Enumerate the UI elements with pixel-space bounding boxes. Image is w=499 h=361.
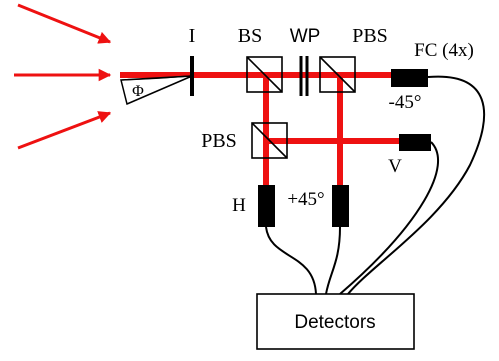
- incoming-arrow-bottom: [17, 111, 112, 150]
- fiber-coupler-v: [399, 134, 431, 151]
- pbs-top: [319, 56, 356, 93]
- waveplate-label: WP: [290, 26, 321, 47]
- iris-label: I: [189, 25, 196, 47]
- beam-splitter-label: BS: [238, 25, 262, 47]
- fiber-cable-v: [339, 141, 440, 295]
- waveplate: [299, 56, 309, 96]
- fiber-cable-minus45: [347, 75, 485, 295]
- fiber-cables: [265, 75, 485, 295]
- plus45-label: +45°: [287, 189, 324, 210]
- pbs-left-label: PBS: [201, 130, 237, 152]
- pbs-left: [251, 122, 288, 159]
- incoming-light-arrows: [14, 3, 112, 150]
- pbs-top-label: PBS: [352, 25, 388, 47]
- fiber-cable-h: [265, 226, 317, 295]
- fiber-coupler-minus45: [391, 69, 428, 87]
- fiber-cable-plus45: [325, 226, 341, 295]
- incoming-arrow-top: [17, 3, 112, 44]
- horizontal-label: H: [232, 195, 246, 216]
- beam-splitter: [246, 56, 283, 93]
- phase-label: Φ: [132, 83, 144, 100]
- vertical-label: V: [388, 156, 402, 177]
- detectors-label: Detectors: [294, 312, 375, 333]
- fiber-coupler-label: FC (4x): [414, 40, 474, 61]
- fiber-coupler-plus45: [332, 185, 349, 227]
- phase-wedge-arc: [121, 75, 191, 81]
- fiber-coupler-h: [258, 185, 275, 227]
- minus45-label: -45°: [389, 92, 422, 113]
- detectors-box: [256, 293, 415, 350]
- phase-wedge: Φ: [120, 75, 193, 106]
- beam-paths: [120, 72, 404, 190]
